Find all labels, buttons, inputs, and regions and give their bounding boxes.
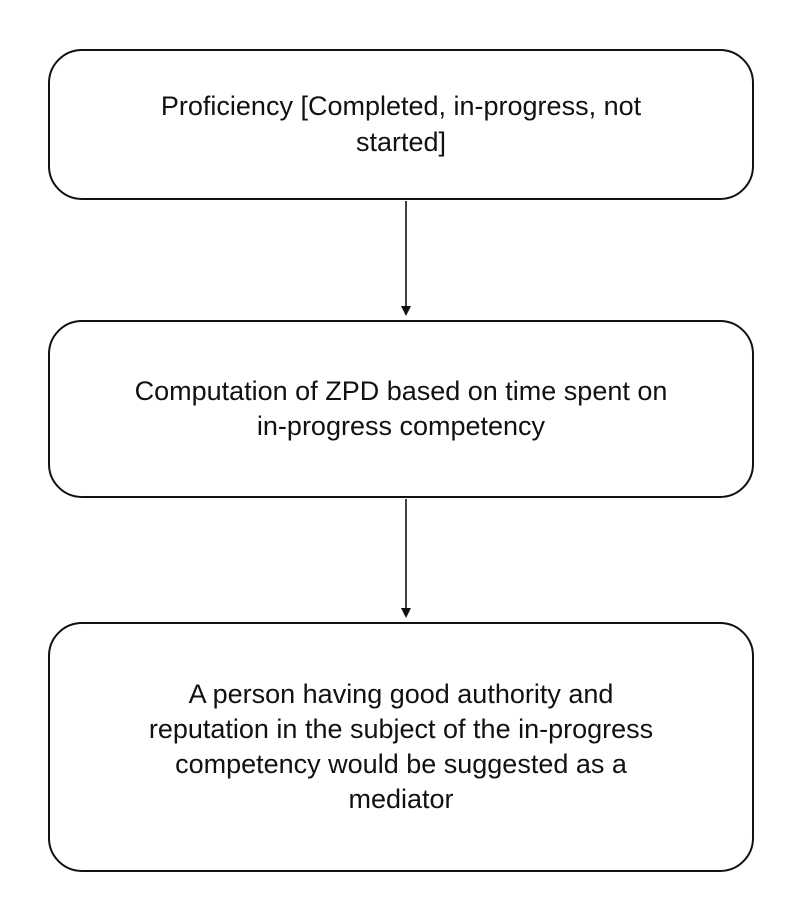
proficiency-box: Proficiency [Completed, in-progress, not… bbox=[48, 49, 754, 200]
proficiency-text: Proficiency [Completed, in-progress, not… bbox=[160, 91, 642, 157]
zpd-computation-box: Computation of ZPD based on time spent o… bbox=[48, 320, 754, 498]
mediator-suggestion-text: A person having good authority and reput… bbox=[148, 678, 654, 815]
mediator-suggestion-box: A person having good authority and reput… bbox=[48, 622, 754, 872]
zpd-computation-text: Computation of ZPD based on time spent o… bbox=[134, 375, 668, 441]
